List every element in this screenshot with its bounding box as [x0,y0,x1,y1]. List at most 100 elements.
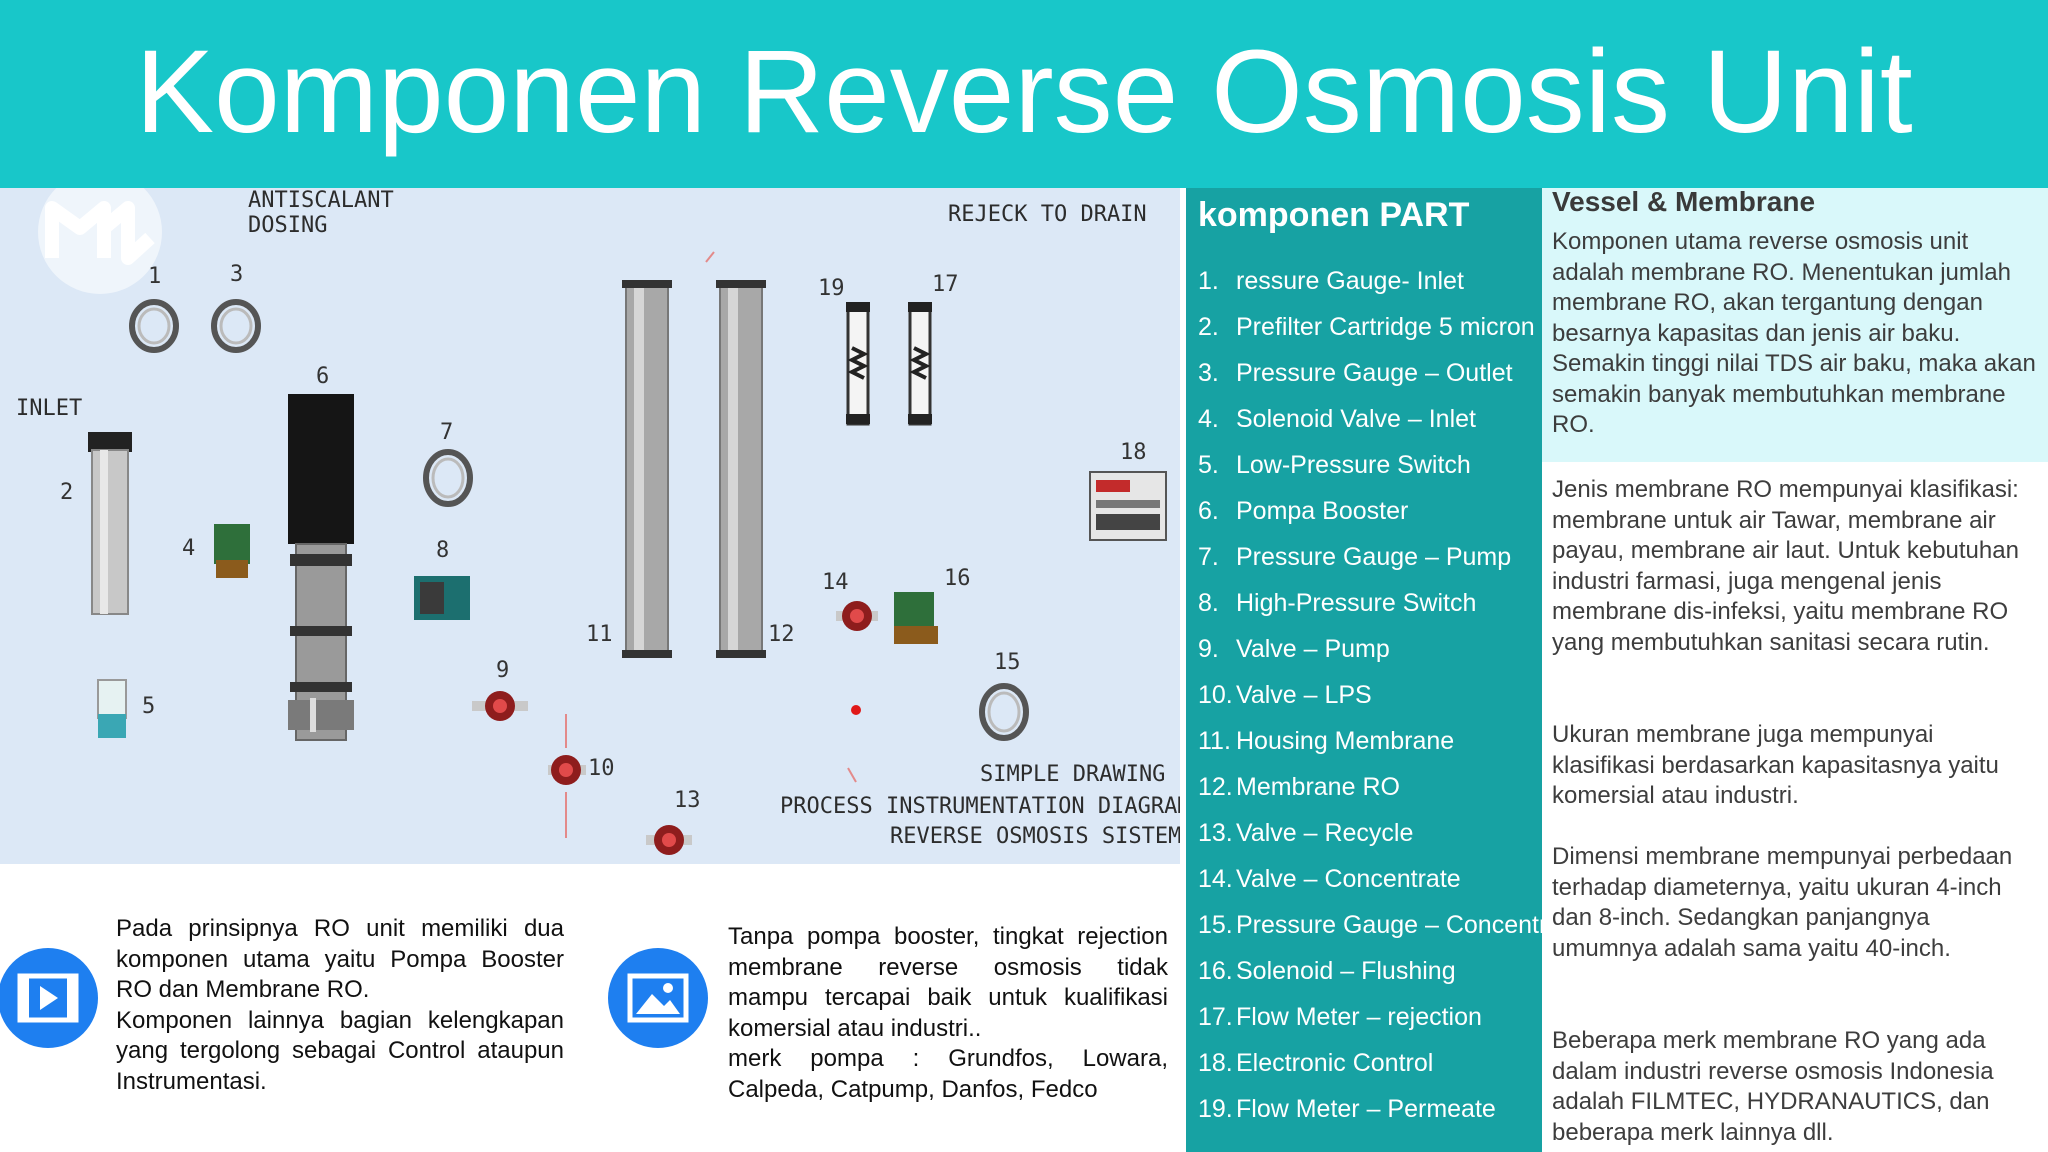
electronic-control-18 [1089,471,1167,541]
parts-item-label: Valve – Pump [1236,635,1390,663]
parts-item-label: Prefilter Cartridge 5 micron [1236,313,1535,341]
number-label: 7 [440,420,454,445]
parts-list-item: 16.Solenoid – Flushing [1198,948,1542,994]
prefilter-housing [88,432,132,615]
booster-pump [288,394,354,741]
parts-item-number: 18. [1198,1049,1233,1077]
parts-item-label: Valve – Concentrate [1236,865,1461,893]
parts-item-label: ressure Gauge- Inlet [1236,267,1464,295]
low-pressure-switch [97,679,127,738]
video-icon-button[interactable] [0,948,98,1048]
vessel-paragraph-2: Jenis membrane RO mempunyai klasifikasi:… [1552,476,2019,656]
number-label: 15 [994,650,1021,675]
number-label: 5 [142,694,156,719]
parts-item-label: Pressure Gauge – Concentrate [1236,911,1542,939]
vessel-paragraph-1: Komponen utama reverse osmosis unit adal… [1552,228,2036,438]
number-label: 10 [588,756,615,781]
parts-list-item: 13.Valve – Recycle [1198,810,1542,856]
number-label: 16 [944,566,971,591]
number-label: 11 [586,622,613,647]
parts-item-label: Low-Pressure Switch [1236,451,1471,479]
parts-item-label: Flow Meter – Permeate [1236,1095,1496,1123]
parts-list-item: 17.Flow Meter – rejection [1198,994,1542,1040]
gauge-15 [979,683,1029,741]
parts-item-number: 3. [1198,359,1219,387]
vessel-panel: Vessel & Membrane Komponen utama reverse… [1542,188,2048,1152]
flow-meter-17 [908,302,932,426]
parts-list-item: 5.Low-Pressure Switch [1198,442,1542,488]
parts-item-label: Pompa Booster [1236,497,1409,525]
number-label: 2 [60,480,74,505]
video-icon [17,973,79,1023]
parts-list-item: 19.Flow Meter – Permeate [1198,1086,1542,1132]
parts-item-number: 13. [1198,819,1233,847]
vessel-paragraph-4: Dimensi membrane mempunyai perbedaan ter… [1552,843,2013,962]
parts-item-number: 4. [1198,405,1219,433]
parts-list-item: 15.Pressure Gauge – Concentrate [1198,902,1542,948]
bottom-right-para-1: Tanpa pompa booster, tingkat rejection m… [728,923,1168,1042]
parts-item-number: 8. [1198,589,1219,617]
valve-10 [548,755,586,785]
number-label: 12 [768,622,795,647]
parts-item-label: Pressure Gauge – Outlet [1236,359,1513,387]
parts-item-label: Electronic Control [1236,1049,1434,1077]
parts-item-label: Valve – Recycle [1236,819,1414,847]
diagram-drawing [38,188,1167,855]
bottom-right-para-2: merk pompa : Grundfos, Lowara, Calpeda, … [728,1045,1168,1103]
number-label: 8 [436,538,450,563]
parts-item-label: High-Pressure Switch [1236,589,1477,617]
gauge-7 [423,449,473,507]
parts-item-label: Valve – LPS [1236,681,1372,709]
gauge-3 [211,299,261,353]
solenoid-flushing-16 [894,592,938,644]
number-label: 13 [674,788,701,813]
pump-membrane-text: Pada prinsipnya RO unit memiliki dua kom… [116,914,564,1097]
parts-list-item: 3. Pressure Gauge – Outlet [1198,350,1542,396]
label-reject: REJECK TO DRAIN [948,202,1147,227]
gauge-1 [129,299,179,353]
bottom-left-para-1: Pada prinsipnya RO unit memiliki dua kom… [116,915,564,1003]
parts-item-number: 15. [1198,911,1233,939]
caption-line-3: REVERSE OSMOSIS SISTEM [890,824,1180,849]
parts-item-number: 19. [1198,1095,1233,1123]
number-label: 1 [148,264,162,289]
parts-item-number: 1. [1198,267,1219,295]
image-icon-button[interactable] [608,948,708,1048]
number-label: 19 [818,276,845,301]
number-label: 9 [496,658,510,683]
bottom-left-para-2: Komponen lainnya bagian kelengkapan yang… [116,1006,564,1095]
parts-item-label: Housing Membrane [1236,727,1455,755]
parts-list-item: 12.Membrane RO [1198,764,1542,810]
booster-text: Tanpa pompa booster, tingkat rejection m… [728,922,1168,1105]
parts-list-item: 4.Solenoid Valve – Inlet [1198,396,1542,442]
parts-title: komponen PART [1198,196,1470,234]
marker-dot [851,705,861,715]
number-label: 6 [316,364,330,389]
parts-item-number: 9. [1198,635,1219,663]
ro-diagram: ANTISCALANT DOSING INLET REJECK TO DRAIN… [0,188,1180,864]
vessel-highlight [1542,188,2048,462]
housing-membrane-11 [622,280,672,658]
parts-item-label: Pressure Gauge – Pump [1236,543,1512,571]
number-label: 14 [822,570,849,595]
parts-item-label: Membrane RO [1236,773,1400,801]
valve-9 [472,691,528,721]
title-band: Komponen Reverse Osmosis Unit [0,0,2048,188]
vessel-paragraph-5: Beberapa merk membrane RO yang ada dalam… [1552,1027,1994,1146]
parts-list-item: 11.Housing Membrane [1198,718,1542,764]
valve-13 [646,825,692,855]
parts-item-number: 7. [1198,543,1219,571]
parts-item-number: 6. [1198,497,1219,525]
image-icon [627,973,689,1023]
parts-list-item: 6. Pompa Booster [1198,488,1542,534]
solenoid-valve-4 [214,524,250,578]
vessel-title: Vessel & Membrane [1552,188,1816,217]
parts-list-item: 7. Pressure Gauge – Pump [1198,534,1542,580]
number-label: 4 [182,536,196,561]
page-title: Komponen Reverse Osmosis Unit [135,26,1913,158]
valve-14 [836,601,878,631]
parts-item-number: 12. [1198,773,1233,801]
caption-line-1: SIMPLE DRAWING [980,762,1166,787]
parts-list-item: 2.Prefilter Cartridge 5 micron [1198,304,1542,350]
parts-list: 1. ressure Gauge- Inlet 2.Prefilter Cartri… [1198,258,1542,1132]
